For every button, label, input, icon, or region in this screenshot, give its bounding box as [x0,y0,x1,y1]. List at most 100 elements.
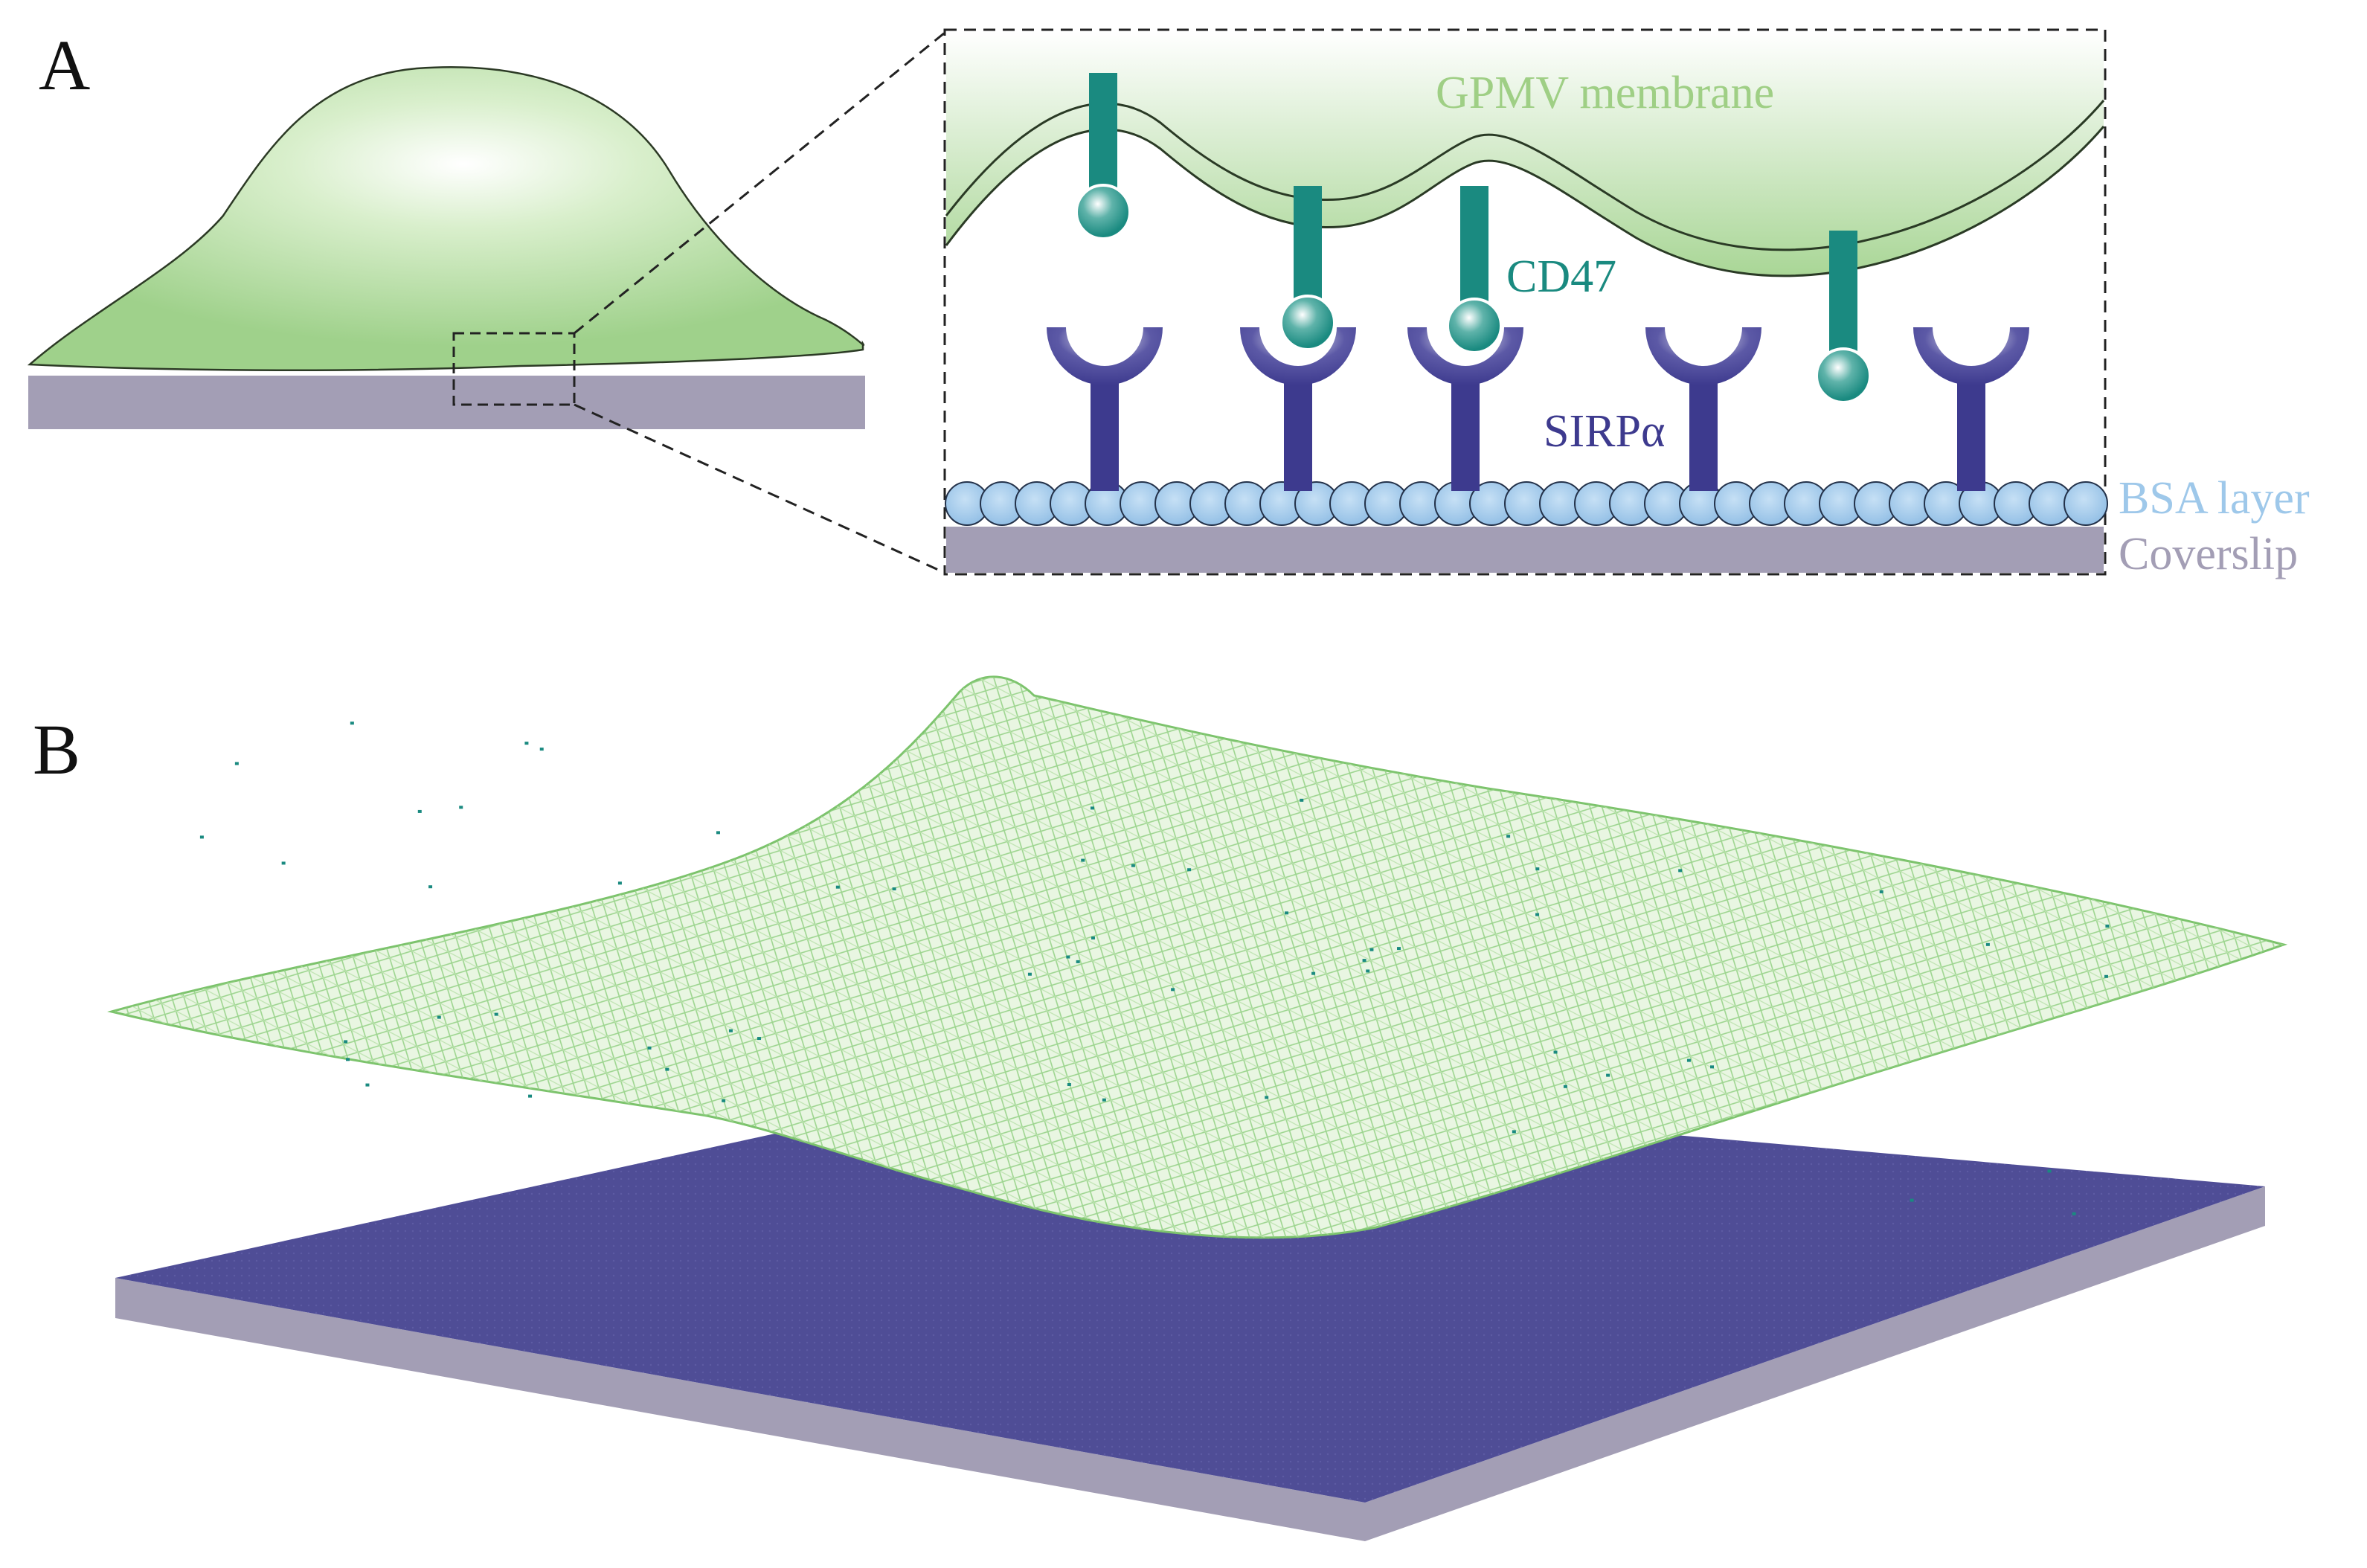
mesh-dot [1131,864,1135,867]
mesh-dot [1678,869,1683,873]
mesh-dot [428,885,433,889]
cd47-ligands [1075,73,1872,404]
sirpa-label: SIRPα [1544,406,1665,457]
mesh-dot [1027,972,1032,976]
mesh-dot [1369,948,1374,951]
coverslip-small [28,376,865,429]
bsa-bead [2064,481,2108,526]
cd47-head [1815,347,1872,404]
mesh-dot [1171,988,1175,992]
membrane-outer-line [945,100,2105,251]
mesh-dot [494,1012,498,1016]
mesh-dot [1397,947,1401,951]
sirpa-stem [1284,379,1312,491]
mesh-dot [1362,959,1366,963]
cd47-ligand [1075,73,1131,240]
cell-body [27,65,865,372]
mesh-dot [539,748,544,751]
mesh-dot [1091,936,1095,940]
mesh-dot [459,806,463,809]
mesh-dot [1366,969,1370,973]
cd47-stalk [1089,73,1117,197]
mesh-dot [1512,1130,1516,1134]
sirpa-receptor [1645,327,1761,491]
mesh-dot [524,742,529,745]
mesh-dot [365,1083,370,1087]
sirpa-stem [1091,379,1119,491]
panel-b-letter: B [33,710,80,789]
mesh-dot [2104,974,2108,978]
mesh-dot [617,881,622,885]
mesh-dot [350,722,354,725]
sirpa-receptor [1407,327,1523,491]
mesh-dot [1081,858,1085,862]
mesh-dot [1910,1198,1914,1202]
cd47-head [1279,295,1336,351]
membrane-label: GPMV membrane [1436,68,1774,118]
mesh-dot [1067,1083,1071,1087]
mesh-dot [1553,1050,1558,1054]
mesh-dot [1535,867,1540,871]
mesh-dot [437,1015,441,1019]
inset-diagram: GPMV membrane CD47 SIRPα [943,28,2108,576]
mesh-texture [112,676,2284,1238]
mesh-dot [1563,1085,1567,1088]
mesh-dot [2105,925,2110,928]
cd47-head [1075,184,1131,240]
sirpa-binding-cup [1407,327,1523,385]
cd47-head [1446,298,1503,354]
mesh-dot [281,861,286,865]
sirpa-stem [1451,379,1480,491]
sirpa-stem [1957,379,1985,491]
substrate-side-left [115,1278,1365,1541]
mesh-dot [757,1037,761,1041]
mesh-dot [199,835,204,839]
zoom-line-bottom [574,403,945,574]
cd47-stalk [1294,186,1322,308]
bsa-layer [945,481,2108,526]
substrate-slab [115,1079,2265,1541]
substrate-side-right [1365,1186,2265,1541]
sirpa-binding-cup [1047,327,1163,385]
mesh-dot [1535,913,1540,916]
panel-a-letter: A [39,25,90,105]
mesh-dot [1300,798,1304,802]
sirpa-stem [1689,379,1718,491]
mesh-dot [1506,835,1511,838]
sirpa-receptors [1047,327,2029,491]
mesh-dot [728,1029,733,1032]
sirpa-receptor [1047,327,1163,491]
mesh-dot [716,831,720,835]
zoom-line-top [574,31,945,335]
cd47-stalk [1829,231,1857,361]
mesh-dot [1686,1058,1691,1062]
sirpa-receptor [1913,327,2029,491]
mesh-dot [2047,1169,2052,1173]
sirpa-receptor [1240,327,1356,491]
mesh-dot [1285,911,1289,915]
membrane-surface-mesh [107,675,2288,1239]
zoom-region-box [452,332,576,406]
mesh-dot [1090,806,1094,810]
substrate-top [115,1079,2265,1503]
cd47-label: CD47 [1506,251,1616,302]
mesh-dot [1076,960,1080,963]
coverslip-label: Coverslip [2119,529,2298,579]
mesh-dot [344,1040,348,1044]
cell-illustration [27,31,945,574]
membrane-inner-line [945,126,2105,277]
cd47-ligand [1446,186,1503,354]
sirpa-binding-cup [1645,327,1761,385]
mesh-dot [1311,971,1316,975]
sirpa-binding-cup [1913,327,2029,385]
sirpa-binding-cup [1240,327,1356,385]
mesh-dot [417,809,422,813]
mesh-dot [1606,1073,1610,1077]
mesh-dot [1187,868,1192,872]
mesh-dot [835,885,840,889]
mesh-dot [1102,1098,1106,1102]
mesh-dot [665,1067,669,1071]
mesh-dot [346,1058,350,1061]
mesh-dot [234,762,239,765]
